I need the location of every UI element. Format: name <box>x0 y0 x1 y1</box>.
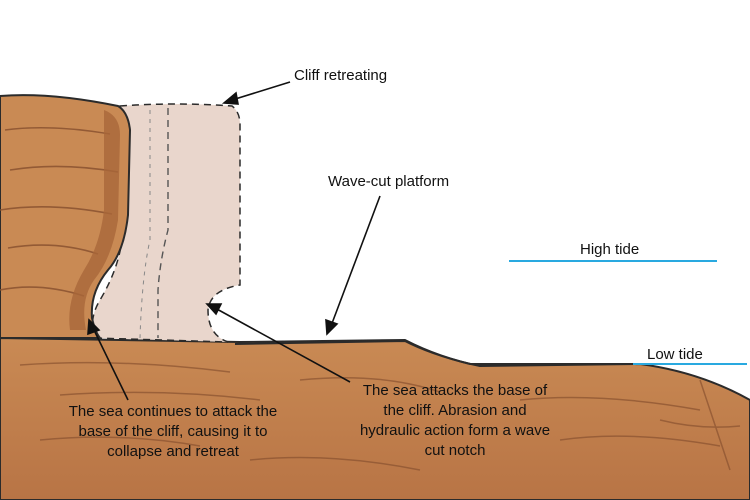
wave-cut-platform-arrowhead <box>325 318 339 336</box>
cliff-retreating-label: Cliff retreating <box>294 67 388 84</box>
ground-texture <box>19 361 741 471</box>
sea-continues-caption: The sea continues to attack the base of … <box>48 402 298 462</box>
sea-continues-line-3: collapse and retreat <box>107 443 239 460</box>
notch-arrow <box>214 307 351 383</box>
sea-attacks-line-1: The sea attacks the base of <box>362 382 548 399</box>
sea-attacks-line-4: cut notch <box>424 442 486 459</box>
retreat-guide-line-1 <box>157 108 169 338</box>
cliff-retreating-arrow <box>231 81 291 101</box>
cliff-retreating-arrowhead <box>221 91 239 105</box>
continue-arrow <box>92 327 129 401</box>
arrows <box>87 81 381 401</box>
cliff-face-shadow <box>69 110 120 330</box>
sea-continues-line-1: The sea continues to attack the <box>68 403 278 420</box>
sea-attacks-line-3: hydraulic action form a wave <box>359 422 551 439</box>
wave-cut-platform <box>234 339 640 365</box>
sea-attacks-caption: The sea attacks the base of the cliff. A… <box>330 381 580 461</box>
sea-attacks-line-2: the cliff. Abrasion and <box>383 402 527 419</box>
wave-cut-platform-arrow <box>330 195 381 327</box>
notch-arrowhead <box>205 303 223 316</box>
high-tide-label: High tide <box>580 241 640 258</box>
continue-arrowhead <box>87 318 101 336</box>
sea-continues-line-2: base of the cliff, causing it to <box>78 423 268 440</box>
low-tide-label: Low tide <box>647 346 703 363</box>
wave-cut-platform-label: Wave-cut platform <box>328 173 450 190</box>
